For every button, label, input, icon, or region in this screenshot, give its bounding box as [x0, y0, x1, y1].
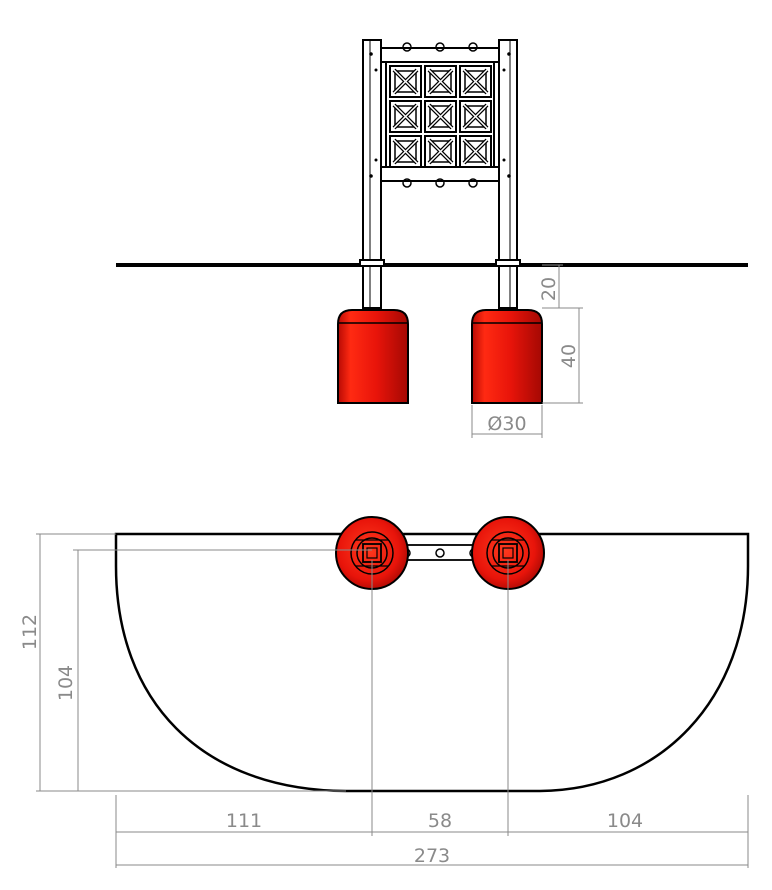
- dim-left-span: 111: [226, 810, 262, 832]
- right-base: [471, 309, 543, 404]
- xo-tile: [389, 65, 422, 98]
- xo-tile: [389, 100, 422, 133]
- dim-height-top: 20: [538, 277, 560, 301]
- right-post: [498, 39, 518, 309]
- top-knobs: [402, 42, 478, 52]
- left-base: [337, 309, 409, 404]
- xo-tile: [389, 135, 422, 168]
- xo-tile: [424, 135, 457, 168]
- front-view: [116, 39, 748, 404]
- plan-right-base: [471, 516, 545, 590]
- dim-middle-span: 58: [428, 810, 452, 832]
- plan-dimensions: [36, 533, 749, 868]
- xo-tile: [459, 65, 492, 98]
- xo-tile: [424, 65, 457, 98]
- xo-tiles: [389, 65, 492, 168]
- xo-tile: [424, 100, 457, 133]
- dim-depth-inner: 104: [55, 665, 77, 701]
- dim-diameter: Ø30: [487, 413, 526, 435]
- plan-outline: [114, 532, 750, 793]
- xo-tile: [459, 135, 492, 168]
- dim-right-span: 104: [607, 810, 643, 832]
- left-post: [362, 39, 382, 309]
- dim-depth-outer: 112: [19, 614, 41, 650]
- xo-tile: [459, 100, 492, 133]
- bottom-knobs: [402, 178, 478, 188]
- dim-total-width: 273: [414, 845, 450, 867]
- dim-height-base: 40: [558, 344, 580, 368]
- plan-view: [114, 516, 750, 793]
- front-dimensions: [471, 264, 583, 438]
- top-rail: [380, 47, 500, 63]
